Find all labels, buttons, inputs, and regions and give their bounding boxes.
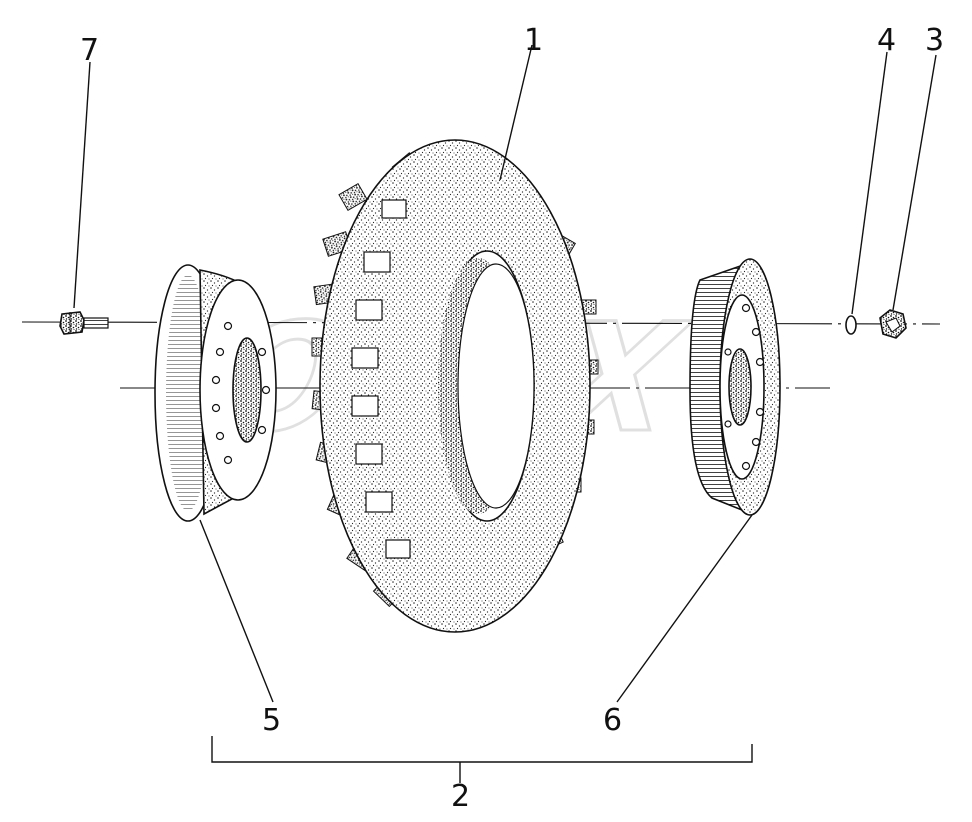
bolt bbox=[59, 311, 109, 335]
inner-rim-hub-bore bbox=[232, 337, 262, 443]
tire-side-lugs bbox=[351, 199, 411, 559]
washer bbox=[845, 315, 857, 335]
callout-bolt: 7 bbox=[80, 33, 99, 68]
leader-tire bbox=[499, 44, 533, 181]
assembly-bracket bbox=[211, 736, 753, 783]
leader-inner-rim bbox=[199, 519, 274, 703]
tire bbox=[311, 139, 599, 633]
inner-rim-half bbox=[154, 264, 277, 522]
callout-wheel-assembly: 2 bbox=[451, 779, 470, 814]
tire-inner-rim bbox=[457, 263, 535, 509]
nut bbox=[879, 309, 907, 339]
outer-rim-half bbox=[689, 258, 781, 516]
leader-nut bbox=[892, 54, 937, 311]
inner-rim-bolt-holes bbox=[211, 321, 271, 465]
callout-inner-rim-half: 5 bbox=[262, 703, 281, 738]
leader-bolt bbox=[73, 61, 91, 309]
callout-outer-rim-half: 6 bbox=[603, 703, 622, 738]
callout-nut: 3 bbox=[925, 23, 944, 58]
callout-washer: 4 bbox=[877, 23, 896, 58]
outer-rim-bolt-holes bbox=[724, 303, 765, 471]
outer-rim-hub-bore bbox=[728, 348, 752, 426]
leader-outer-rim bbox=[616, 514, 753, 703]
leader-washer bbox=[851, 51, 888, 315]
callout-tire: 1 bbox=[524, 23, 543, 58]
